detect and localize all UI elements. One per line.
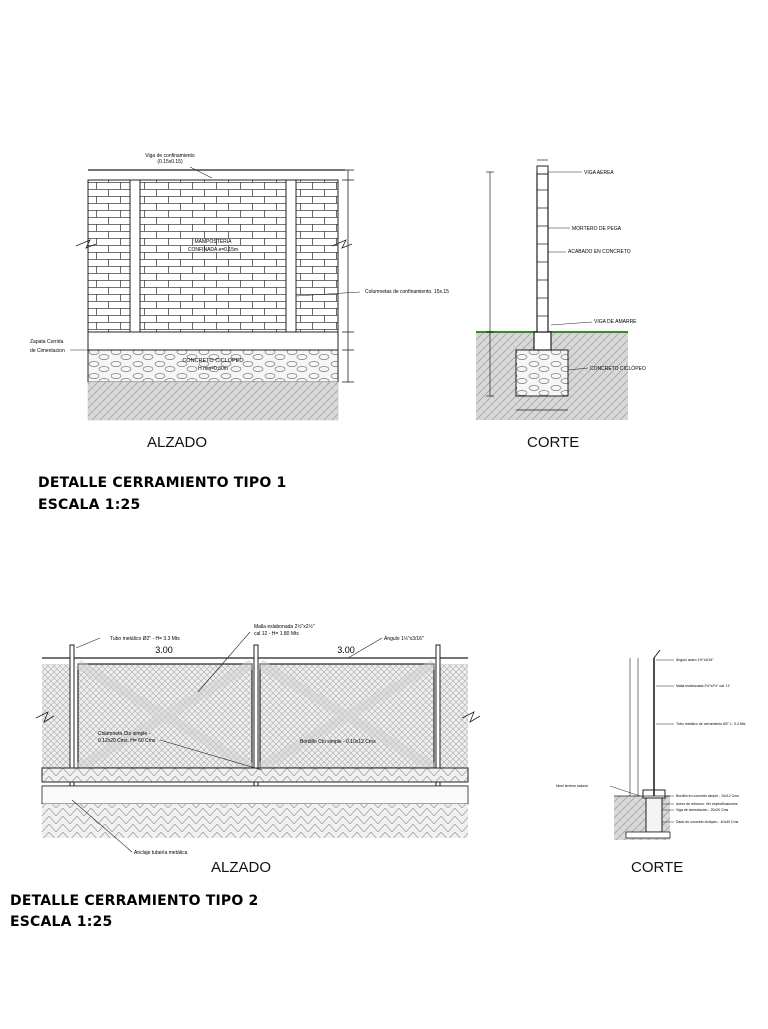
label-cyclopean: CONCRETO CICLÓPEO <box>590 365 646 372</box>
caption-detail2-elevation: ALZADO <box>211 859 272 876</box>
confinement-column <box>129 179 141 333</box>
label-s2-mesh: Malla eslabonada 2½"x2½" cal. 12 <box>676 684 730 688</box>
curb <box>41 767 469 783</box>
span-dimension-left: 3.00 <box>155 645 173 655</box>
label-column-1: Columneta Cto simple - <box>98 731 151 737</box>
label-beam-1: Viga de confinamiento <box>145 153 195 159</box>
label-footing-2: de Cimentacion <box>30 348 65 354</box>
label-mesh-2: cal 12 - H= 1.80 Mts <box>254 631 299 637</box>
detail1-section: VIGA AEREA MORTERO DE PEGA ACABADO EN CO… <box>476 159 646 420</box>
span-dimension-right: 3.00 <box>337 645 355 655</box>
natural-ground <box>87 381 339 421</box>
caption-detail1-section: CORTE <box>527 434 580 451</box>
label-tube: Tubo metálico Ø2" - H= 3.3 Mts <box>110 636 180 642</box>
label-angle: Ángulo 1½"x3/16" <box>384 635 424 642</box>
foundation-beam <box>41 785 469 805</box>
detail2-elevation: 3.00 3.00 Tubo metálico Ø2" - H= 3.3 Mts… <box>35 623 481 856</box>
detail2-section: Ángulo acero 1½"x3/16" Malla eslabonada … <box>556 649 746 840</box>
label-curb: Bordillo Cto simple - 0.10x12 Cms <box>300 739 376 745</box>
tie-beam <box>87 331 339 351</box>
label-s2-curb: Bordillo en concreto simple - 10x12 Cms <box>676 794 739 798</box>
label-s2-ground: Nivel terreno natural <box>556 784 588 788</box>
label-mortar: MORTERO DE PEGA <box>572 226 622 232</box>
confinement-column <box>285 179 297 333</box>
masonry-panel-center <box>139 179 287 333</box>
label-columns: Columnetas de confinamiento. 15x.15 <box>365 289 449 295</box>
label-masonry-1: MAMPOSTERIA <box>195 239 233 245</box>
label-s2-dado: Dado en concreto ciclópeo - 40x40 Cms <box>676 820 739 824</box>
label-concrete-1: CONCRETO CICLOPEO <box>182 358 244 364</box>
label-footing-1: Zapata Corrida <box>30 339 64 345</box>
caption-detail1-elevation: ALZADO <box>147 434 208 451</box>
label-column-2: 0.12x20 Cms. H= 60 Cms <box>98 738 156 744</box>
elevation-ground <box>42 804 468 838</box>
label-concrete-2: H min=0.30m <box>198 366 228 372</box>
masonry-panel-right <box>295 179 339 333</box>
label-masonry-2: CONFINADA e=0.15m <box>188 247 238 253</box>
label-mesh-1: Malla eslabonada 2½"x2½" <box>254 623 315 630</box>
masonry-panel-left <box>87 179 131 333</box>
label-anchor: Anclaje tubería metálica <box>134 850 188 856</box>
wall-section <box>536 171 549 333</box>
cyclopean-concrete <box>87 349 339 383</box>
post-dado <box>645 795 663 833</box>
label-beam-2: (0.15x0.15) <box>157 159 183 165</box>
label-tie-beam: VIGA DE AMARRE <box>594 319 637 325</box>
label-concrete-finish: ACABADO EN CONCRETO <box>568 249 631 255</box>
label-s2-beam: Viga de cimentación - 20x20 Cms <box>676 808 729 812</box>
detail2-scale: ESCALA 1:25 <box>10 914 113 930</box>
detail1-title: DETALLE CERRAMIENTO TIPO 1 <box>38 475 287 491</box>
detail1-elevation: Viga de confinamiento (0.15x0.15) MAMPOS… <box>30 153 449 421</box>
detail1-scale: ESCALA 1:25 <box>38 497 141 513</box>
tie-beam-section <box>533 331 552 351</box>
label-aerial-beam: VIGA AEREA <box>584 170 614 176</box>
label-s2-tube: Tubo metálico de cerramiento Ø2" L: 3.3 … <box>676 722 746 726</box>
caption-detail2-section: CORTE <box>631 859 684 876</box>
cyclopean-footing <box>515 349 569 397</box>
label-s2-rebar: Acero de refuerzo. Ver especificaciones <box>676 802 738 806</box>
label-s2-angle: Ángulo acero 1½"x3/16" <box>676 658 714 662</box>
detail2-title: DETALLE CERRAMIENTO TIPO 2 <box>10 893 259 909</box>
